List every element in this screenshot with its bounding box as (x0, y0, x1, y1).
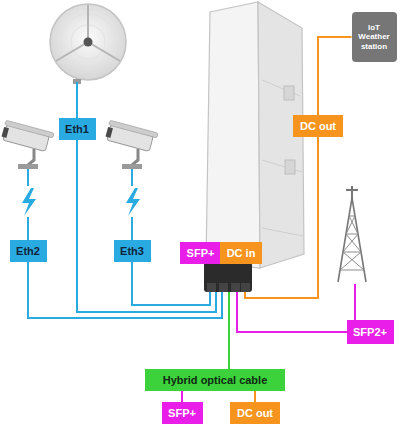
ethernet-wire (131, 169, 133, 186)
cable-connector (181, 391, 183, 402)
camera-lens (2, 127, 9, 138)
label-text: DC in (227, 247, 256, 260)
label-text: SFP+ (187, 247, 215, 260)
cable-connector (318, 37, 352, 115)
ethernet-wire (132, 262, 210, 305)
label-text: Eth3 (120, 245, 144, 258)
cable-gland (241, 283, 250, 292)
camera-shield (5, 120, 55, 138)
device-latch (285, 160, 295, 174)
cable-gland (207, 283, 216, 292)
port-label: Eth2 (10, 240, 47, 262)
label-text: DC out (237, 407, 273, 420)
ethernet-wire (76, 82, 78, 118)
label-text: IoT Weather station (356, 23, 393, 51)
camera-bracket (28, 149, 34, 165)
camera-base (18, 164, 38, 169)
ethernet-wire (131, 217, 133, 240)
label-text: Eth2 (16, 245, 40, 258)
port-label: Eth1 (59, 118, 96, 140)
label-text: Hybrid optical cable (163, 374, 268, 387)
feed-arm (88, 42, 120, 61)
cable-connector (254, 391, 256, 402)
ethernet-wire (27, 217, 29, 240)
device-box: IoT Weather station (352, 12, 397, 62)
device-latch (284, 86, 294, 100)
port-label: DC in (220, 242, 262, 264)
label-text: DC out (300, 120, 336, 133)
cable-label: Hybrid optical cable (145, 369, 285, 391)
feed-horn (84, 38, 93, 47)
feed-arm (56, 42, 88, 61)
tower-lattice (340, 216, 364, 270)
lightning-bolt (126, 188, 140, 216)
label-text: SFP2+ (353, 326, 387, 339)
camera-lens (106, 127, 113, 138)
fiber-wire (354, 284, 356, 320)
cable-gland (219, 283, 228, 292)
device-front (206, 2, 260, 268)
device-groove (262, 80, 303, 236)
port-label: DC out (230, 402, 280, 424)
power-wire (245, 137, 318, 298)
feed-arm (87, 5, 89, 42)
lightning-bolt (22, 188, 36, 216)
ethernet-wire (77, 140, 216, 312)
port-label: SFP+ (162, 402, 203, 424)
camera-base (122, 164, 142, 169)
camera-bracket (132, 149, 138, 165)
port-label: SFP+ (180, 242, 221, 264)
connector-block (204, 262, 252, 292)
tower-mast (346, 189, 358, 191)
ethernet-wire (27, 169, 29, 186)
label-text: SFP+ (168, 407, 196, 420)
dish-antenna (50, 4, 126, 80)
camera-shield (109, 120, 159, 138)
cable-gland (231, 283, 240, 292)
hybrid-cable (228, 292, 230, 369)
port-label: SFP2+ (347, 320, 394, 344)
port-label: Eth3 (114, 240, 151, 262)
ethernet-wire (28, 262, 222, 318)
port-label: DC out (293, 115, 343, 137)
label-text: Eth1 (65, 123, 89, 136)
